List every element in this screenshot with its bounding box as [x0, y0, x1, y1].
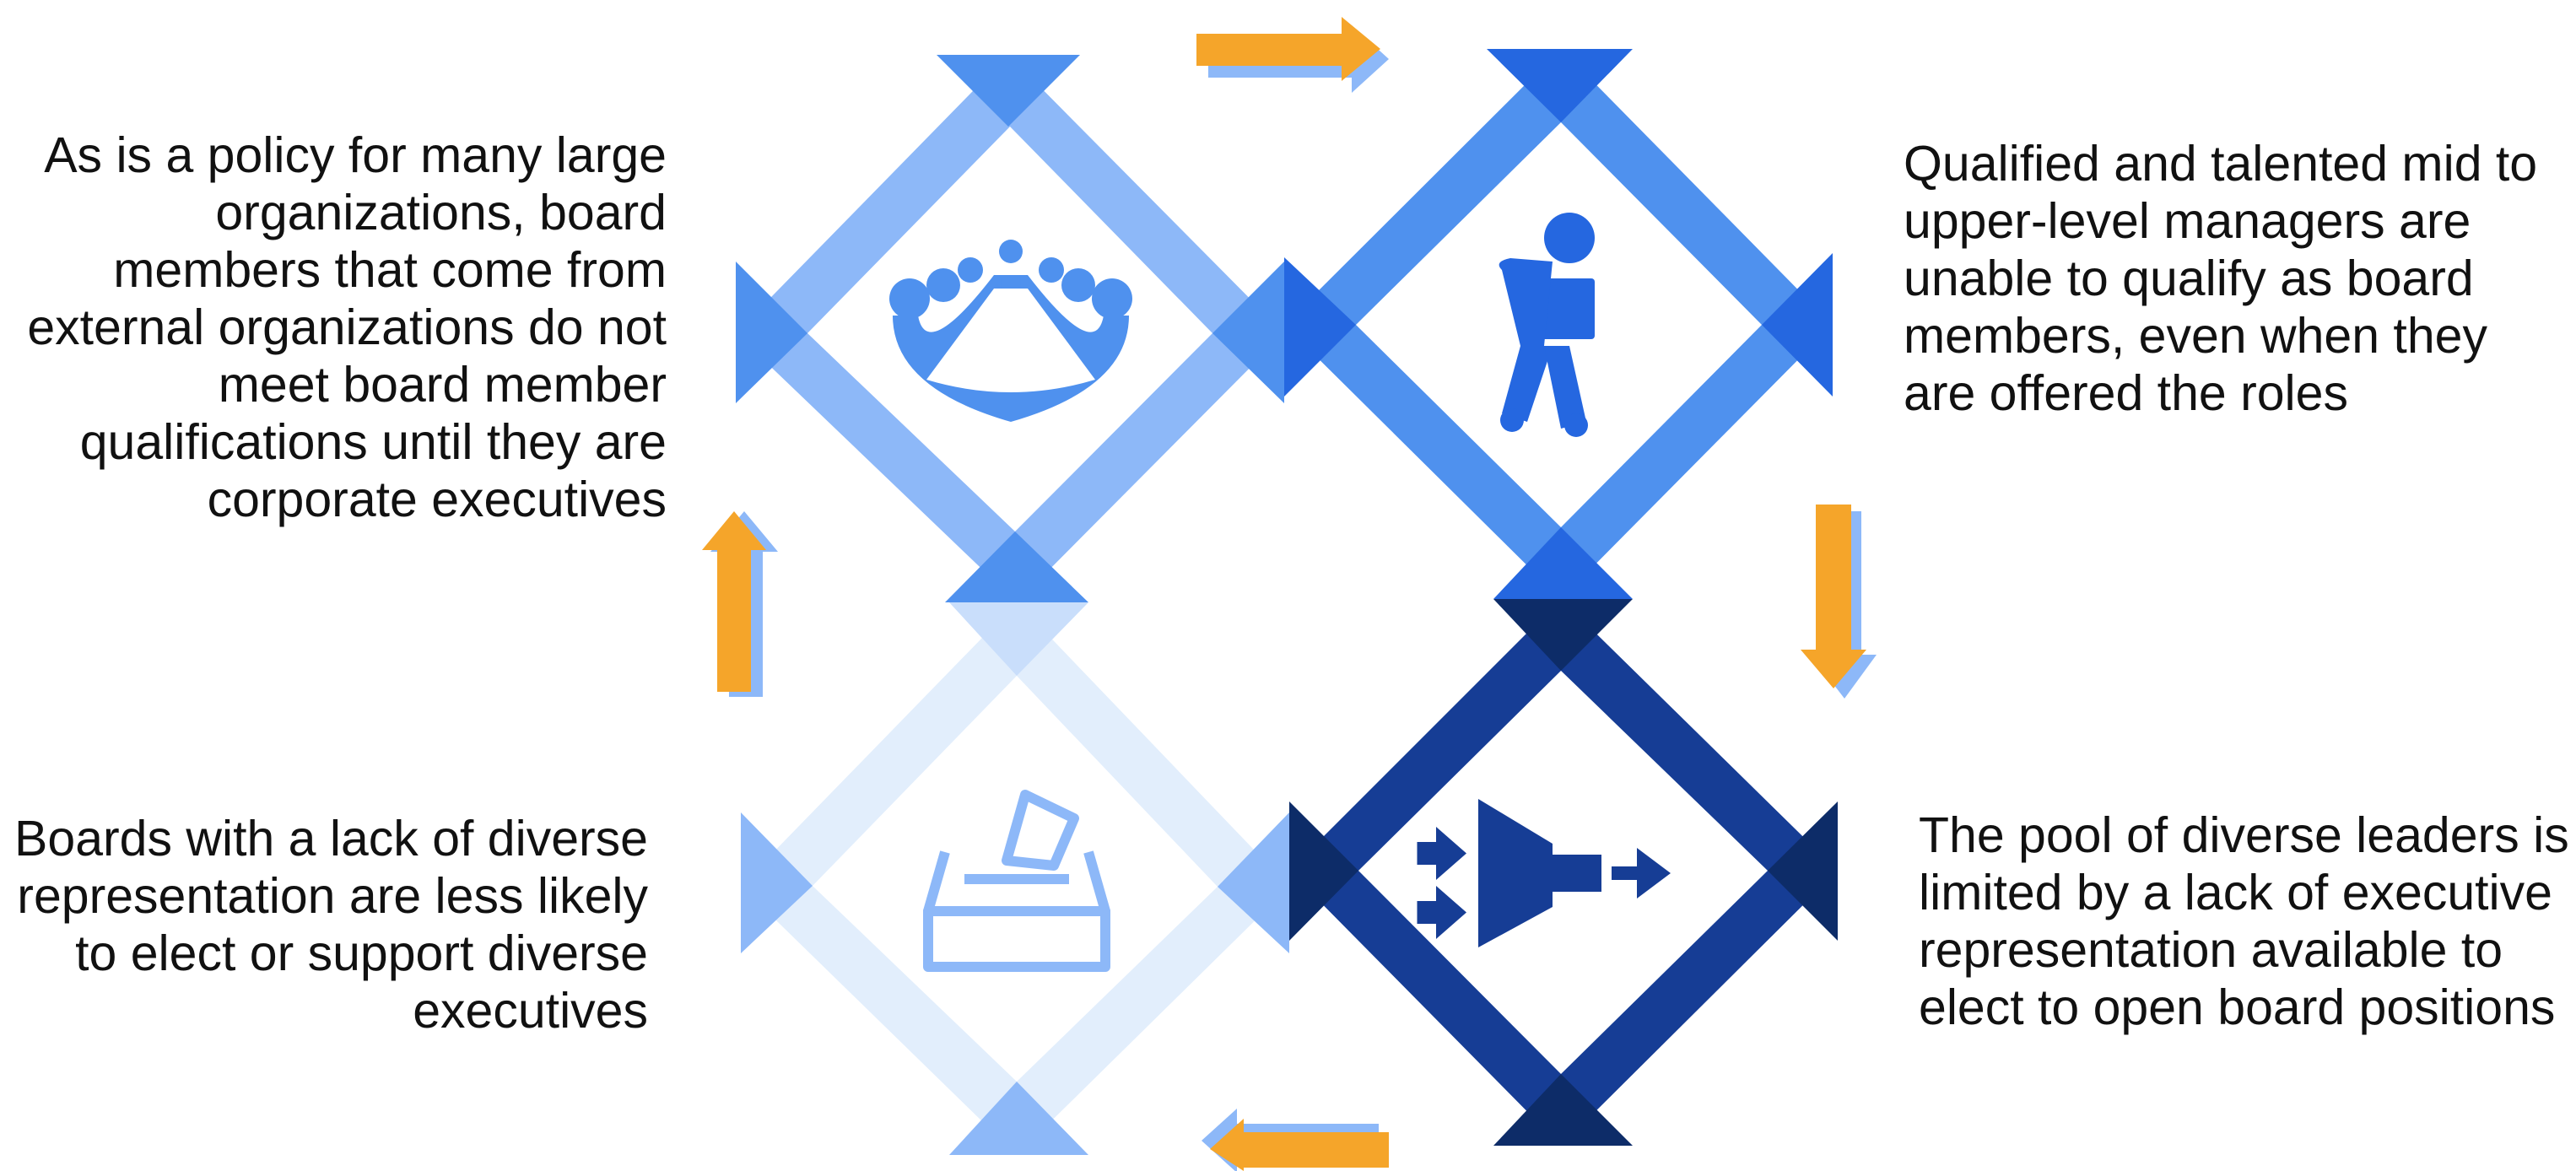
- diamond-bottom-left-corner-left: [741, 812, 813, 953]
- arrow-down-icon: [1801, 505, 1877, 699]
- diamond-bottom-left-corner-right: [1218, 812, 1289, 953]
- diamond-top-right-corner-right: [1762, 253, 1833, 397]
- diamond-top-left-corner-left: [736, 262, 807, 403]
- diamond-top-left-corner-top: [937, 55, 1080, 127]
- funnel-arrows-icon: [1417, 799, 1671, 947]
- diamond-bottom-left-corner-top: [949, 602, 1088, 676]
- caption-bottom-left: Boards with a lack of diverse representa…: [14, 811, 648, 1039]
- diamond-bottom-left-corner-bottom: [949, 1082, 1088, 1155]
- caption-top-right: Qualified and talented mid to upper-leve…: [1904, 136, 2538, 421]
- arrow-left-icon: [1202, 1109, 1389, 1171]
- diamond-bottom-right-corner-bottom: [1493, 1074, 1633, 1146]
- diamond-bottom-right-corner-top: [1493, 599, 1633, 671]
- diamond-bottom-right-corner-left: [1289, 801, 1358, 941]
- diamond-bottom-right-corner-right: [1768, 801, 1838, 941]
- diamond-top-left-corner-bottom: [945, 532, 1088, 602]
- diamond-top-right-corner-top: [1487, 49, 1633, 122]
- caption-top-left: As is a policy for many large organizati…: [27, 127, 667, 527]
- arrow-right-icon: [1196, 17, 1389, 93]
- diamond-top-left-corner-right: [1212, 262, 1284, 403]
- caption-bottom-right: The pool of diverse leaders is limited b…: [1919, 807, 2569, 1035]
- diamond-top-right-corner-left: [1284, 257, 1356, 397]
- ballot-box-icon: [923, 790, 1110, 972]
- arrow-up-icon: [702, 511, 778, 697]
- person-carrying-box-icon: [1499, 213, 1595, 437]
- diamond-top-right-corner-bottom: [1493, 527, 1633, 599]
- boardroom-meeting-icon: [889, 240, 1132, 422]
